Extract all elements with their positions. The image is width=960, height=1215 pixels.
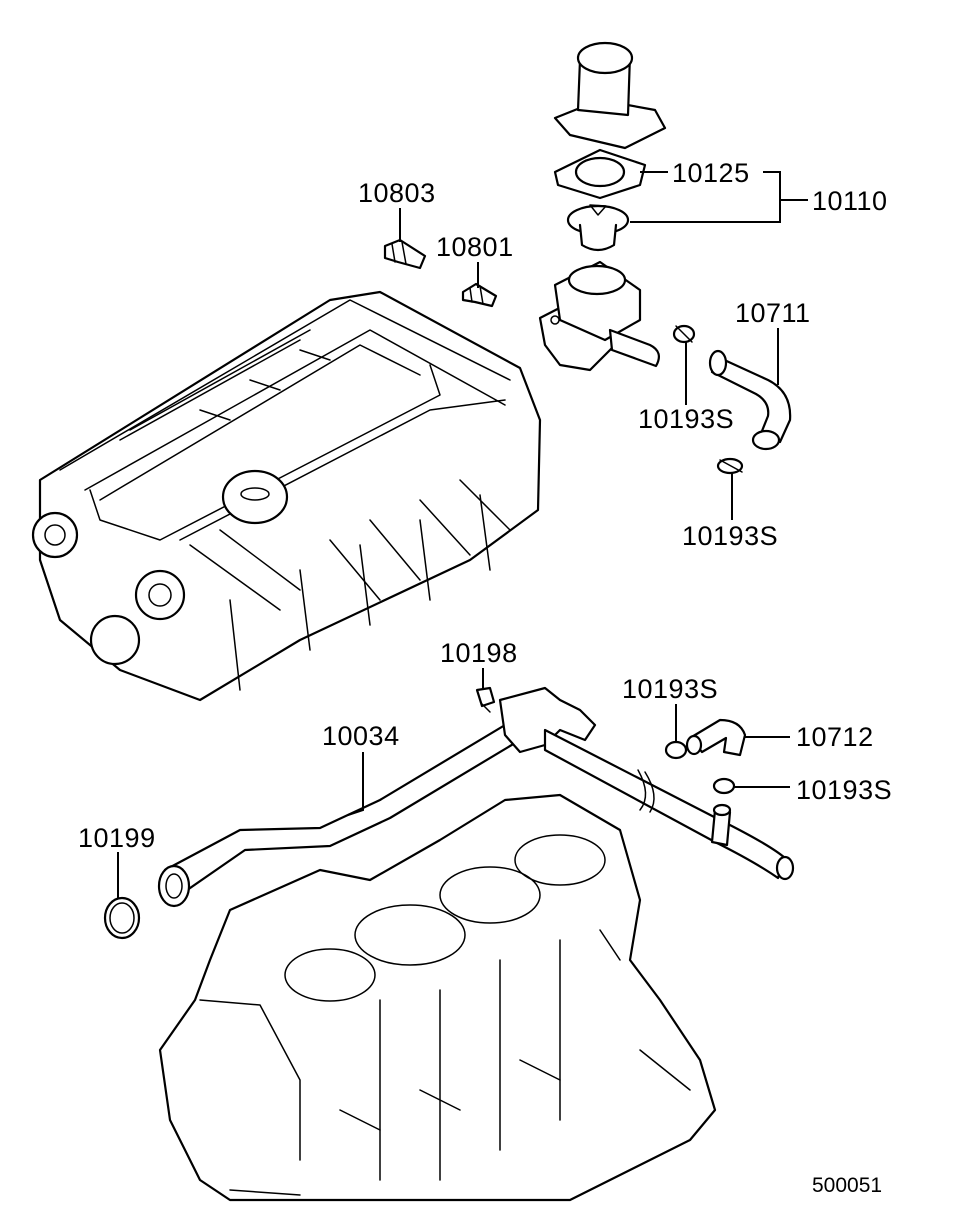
- sensor-10803: [383, 238, 427, 270]
- diagram-reference-code: 500051: [812, 1174, 882, 1197]
- label-10193s-c: 10193S: [622, 674, 718, 704]
- label-10198: 10198: [440, 638, 518, 668]
- lower-hose-10712: [685, 718, 747, 757]
- clamp-upper-1: [672, 324, 696, 344]
- clamp-lower-1: [664, 740, 688, 760]
- label-10193s-b: 10193S: [682, 521, 778, 551]
- label-10193s-d: 10193S: [796, 775, 892, 805]
- label-10034: 10034: [322, 721, 400, 751]
- water-outlet-fitting: [553, 41, 667, 150]
- clamp-upper-2: [716, 457, 744, 475]
- cylinder-head: [31, 290, 542, 702]
- label-10125: 10125: [672, 158, 750, 188]
- gasket-10125: [553, 148, 647, 200]
- part-labels: 10125 10110 10803 10801 10711 10193S 101…: [78, 158, 892, 1197]
- thermostat-housing: [538, 260, 661, 372]
- label-10712: 10712: [796, 722, 874, 752]
- upper-hose-10711: [708, 349, 792, 451]
- label-10803: 10803: [358, 178, 436, 208]
- o-ring-10199: [103, 896, 141, 940]
- label-10199: 10199: [78, 823, 156, 853]
- label-10193s-a: 10193S: [638, 404, 734, 434]
- clamp-lower-2: [712, 777, 736, 795]
- cylinder-block: [158, 793, 717, 1202]
- sensor-10801: [461, 282, 498, 308]
- water-pipe-10034: [157, 686, 795, 908]
- leader-lines: [117, 171, 808, 898]
- bolt-10198: [475, 686, 496, 713]
- thermostat: [566, 204, 630, 252]
- label-10711: 10711: [735, 298, 811, 328]
- label-10801: 10801: [436, 232, 514, 262]
- label-10110: 10110: [812, 186, 888, 216]
